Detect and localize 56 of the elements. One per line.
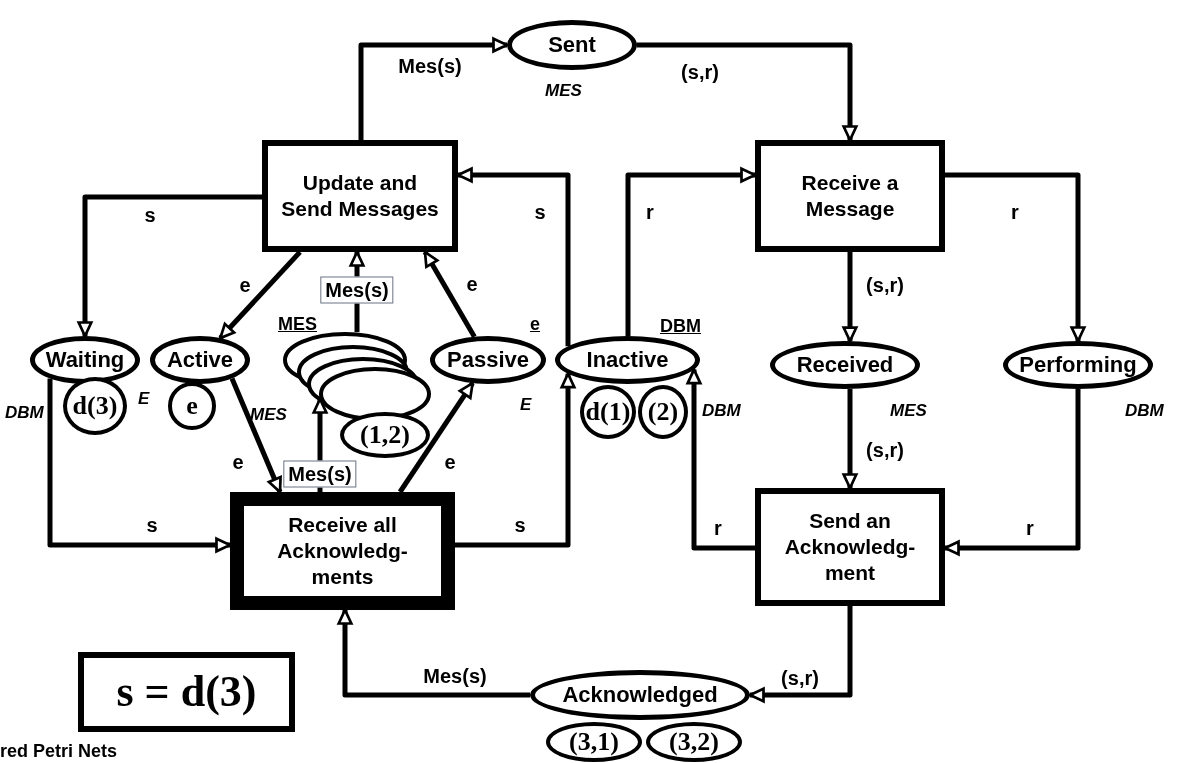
token-ellipse — [168, 382, 216, 430]
transition-box — [230, 492, 455, 610]
token-value: d(1) — [585, 399, 631, 425]
arc-arrow — [77, 194, 262, 338]
initial-marking-label: MES — [278, 313, 317, 336]
colour-set-label: MES — [250, 404, 287, 426]
transition-box — [755, 488, 945, 606]
transition-name: Send an Acknowledg- ment — [783, 507, 917, 587]
token-value: (2) — [647, 399, 679, 425]
token-value: (3,1) — [569, 729, 619, 755]
initial-marking-label: DBM — [660, 315, 701, 338]
arc-arrow — [748, 606, 853, 703]
arc-arrow — [842, 388, 858, 490]
transition-name: Receive all Acknowledg- ments — [276, 511, 409, 591]
initial-marking-label: e — [530, 313, 540, 336]
token-ellipse — [580, 385, 636, 439]
transition-box — [755, 140, 945, 252]
transition-name: Update and Send Messages — [280, 169, 440, 222]
arc-inscription: Mes(s) — [320, 276, 394, 304]
colour-set-label: MES — [545, 80, 582, 102]
place-name: Sent — [548, 34, 596, 56]
token-ellipse — [63, 377, 127, 435]
token-ellipse — [340, 412, 430, 458]
token-value: (3,2) — [669, 729, 719, 755]
arc-arrow — [945, 172, 1086, 343]
token-value: (1,2) — [360, 422, 410, 448]
transition-box — [262, 140, 458, 252]
colour-set-label: DBM — [1125, 400, 1164, 422]
place-name: Active — [166, 349, 233, 371]
place-name: Performing — [1019, 354, 1137, 376]
place-name: Inactive — [586, 349, 669, 371]
colour-set-label: E — [520, 394, 532, 416]
place-ellipse — [555, 336, 700, 384]
transition-name: Receive a Message — [800, 169, 900, 222]
equation-text: s = d(3) — [116, 666, 257, 718]
arc-arrow — [337, 608, 530, 698]
arc-arrow — [455, 372, 576, 548]
arc-arrow — [637, 42, 858, 142]
place-name: Acknowledged — [562, 684, 718, 706]
arc-arrow — [358, 37, 509, 140]
arc-inscription: Mes(s) — [283, 460, 357, 488]
colour-set-label: DBM — [702, 400, 741, 422]
arc-arrow — [422, 250, 477, 338]
footer-text: red Petri Nets — [0, 740, 118, 763]
arc-arrow — [842, 252, 858, 343]
equation-box — [78, 652, 295, 732]
token-ellipse — [638, 385, 688, 439]
colour-set-label: E — [138, 388, 150, 410]
place-name: Received — [796, 354, 894, 376]
place-name: Passive — [447, 349, 529, 371]
token-value: d(3) — [72, 393, 118, 419]
token-value: e — [186, 393, 198, 419]
arc-arrow — [625, 167, 757, 336]
colour-set-label: MES — [890, 400, 927, 422]
colour-set-label: DBM — [5, 402, 44, 424]
place-name: Waiting — [45, 349, 125, 371]
